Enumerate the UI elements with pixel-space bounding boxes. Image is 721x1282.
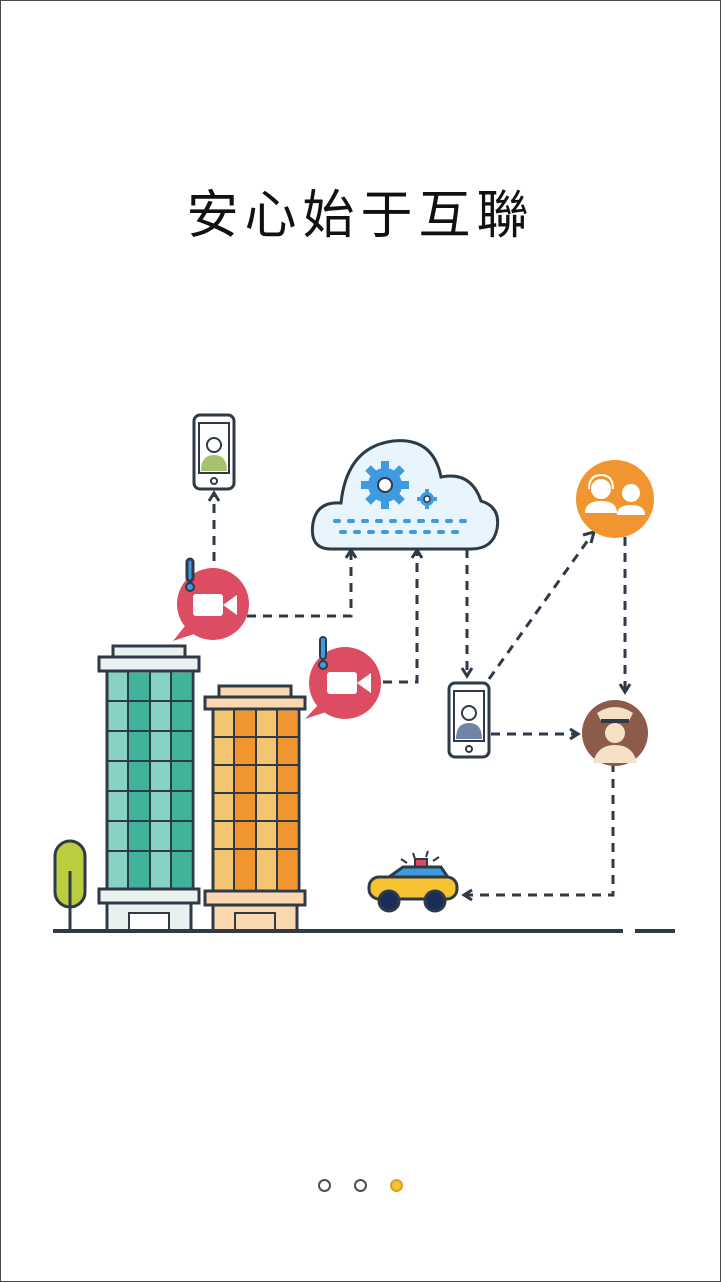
building-icon	[203, 684, 307, 933]
support-agents-icon	[576, 460, 654, 538]
page-indicator[interactable]	[1, 1179, 720, 1192]
page-dot-active[interactable]	[390, 1179, 403, 1192]
phone-icon	[447, 681, 491, 759]
camera-alert-icon	[173, 557, 249, 641]
phone-icon	[192, 413, 236, 491]
connection-lines	[207, 490, 632, 902]
taxi-icon	[367, 850, 459, 913]
camera-alert-icon	[305, 636, 381, 719]
police-officer-icon	[582, 700, 648, 766]
building-icon	[97, 644, 201, 933]
page-dot[interactable]	[318, 1179, 331, 1192]
page-dot[interactable]	[354, 1179, 367, 1192]
tree-icon	[53, 839, 87, 931]
connected-safety-illustration: .dash { fill: none; stroke: #2f3a48; str…	[53, 413, 675, 933]
page-title: 安心始于互聯	[186, 186, 535, 246]
cloud-server-icon	[310, 439, 500, 551]
